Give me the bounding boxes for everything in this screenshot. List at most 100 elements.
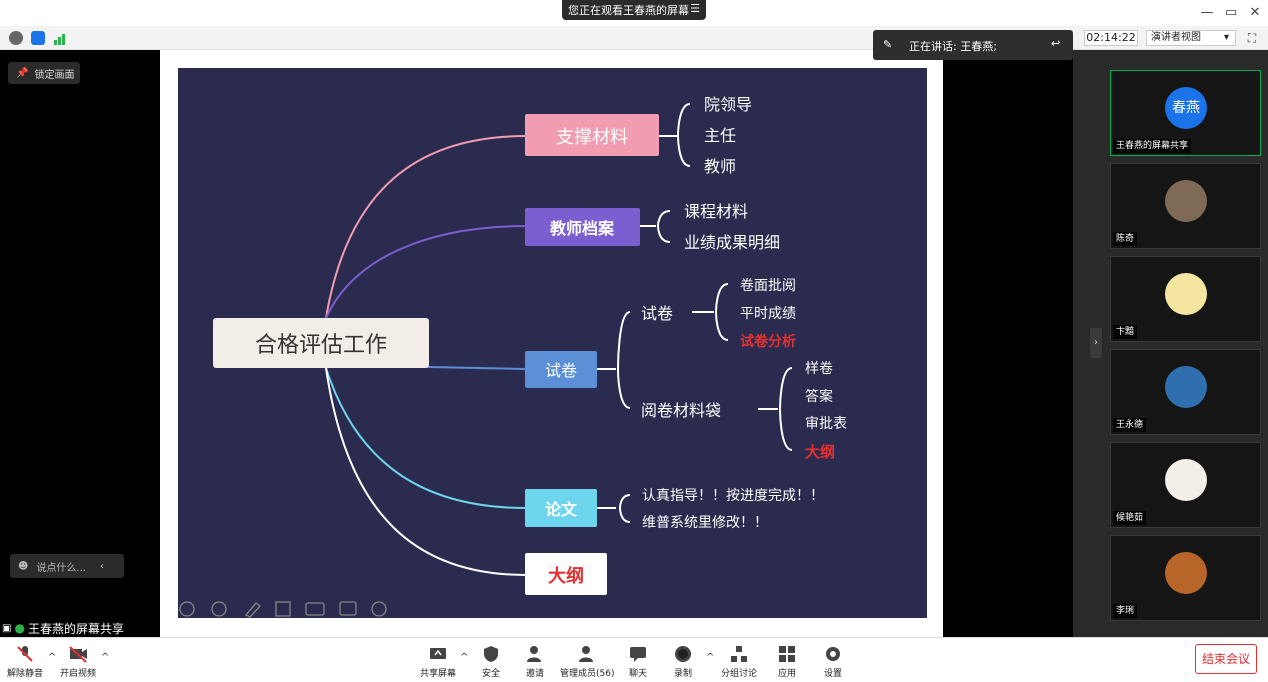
apps-icon <box>779 646 795 662</box>
chevron-up-icon[interactable]: ^ <box>706 652 715 663</box>
branch-label-support: 支撑材料 <box>556 127 628 148</box>
restore-button[interactable]: ▭ <box>1224 5 1238 20</box>
chevron-down-icon: ▾ <box>1223 32 1229 43</box>
mindmap-slide: 合格评估工作 支撑材料 教师档案 试卷 论文 大纲 院领导 主任 教师 课程材料… <box>178 68 927 618</box>
mic-muted-icon <box>17 646 33 662</box>
participant-tile[interactable]: 王永德 <box>1110 349 1261 435</box>
leaf-teacher: 教师 <box>704 157 736 176</box>
branch-label-outline: 大纲 <box>548 565 584 587</box>
more-icon[interactable] <box>371 601 387 617</box>
viewing-indicator[interactable]: 您正在观看王春燕的屏幕 ☰ <box>562 0 706 20</box>
mic-icon: ● <box>14 621 25 635</box>
view-mode-label: 演讲者视图 <box>1151 32 1201 43</box>
leaf-sample-paper: 样卷 <box>805 361 833 377</box>
info-icon[interactable] <box>9 31 23 45</box>
branch-node-teacher <box>525 208 640 246</box>
chat-input[interactable]: ☻ 说点什么... ‹ <box>10 554 124 578</box>
participant-tile[interactable]: 陈奇 <box>1110 163 1261 249</box>
breakout-icon <box>731 646 747 662</box>
leaf-usual-score: 平时成绩 <box>740 306 796 322</box>
settings-button[interactable]: 设置 <box>820 644 846 680</box>
leaf-performance: 业绩成果明细 <box>684 233 780 252</box>
record-button[interactable]: 录制 <box>670 644 696 680</box>
participant-name: 王永德 <box>1113 418 1147 432</box>
pin-icon: 📌 <box>16 67 29 79</box>
mindmap: 合格评估工作 支撑材料 教师档案 试卷 论文 大纲 院领导 主任 教师 课程材料… <box>179 95 847 618</box>
bracket-envelope <box>758 367 793 451</box>
collapse-panel-button[interactable]: › <box>1090 328 1102 358</box>
share-screen-button[interactable]: 共享屏幕 <box>420 644 456 680</box>
branch-label-exam: 试卷 <box>545 361 577 380</box>
minimize-button[interactable]: — <box>1200 5 1214 20</box>
subtitle-icon[interactable] <box>339 601 357 616</box>
leaf-vip-revise: 维普系统里修改！！ <box>642 515 768 531</box>
security-button[interactable]: 安全 <box>478 644 504 680</box>
connector-thesis <box>325 367 527 509</box>
next-slide-icon[interactable] <box>211 601 227 617</box>
share-owner-text: 王春燕的屏幕共享 <box>27 621 124 636</box>
close-button[interactable]: ✕ <box>1249 5 1261 20</box>
record-icon <box>675 646 691 662</box>
branch-node-support <box>525 114 659 156</box>
chevron-up-icon[interactable]: ^ <box>460 652 469 663</box>
lock-screen-label: 锁定画面 <box>34 69 75 81</box>
title-bar: 您正在观看王春燕的屏幕 ☰ — ▭ ✕ <box>0 0 1268 26</box>
leaf-paper-grading: 卷面批阅 <box>740 278 796 294</box>
chevron-up-icon[interactable]: ^ <box>101 652 110 663</box>
avatar <box>1165 180 1207 222</box>
participant-tile[interactable]: 卞黯 <box>1110 256 1261 342</box>
view-mode-select[interactable]: 演讲者视图 ▾ <box>1146 30 1236 46</box>
apps-button[interactable]: 应用 <box>774 644 800 680</box>
chat-icon <box>630 647 646 662</box>
leaf-course-materials: 课程材料 <box>684 202 748 221</box>
prev-slide-icon[interactable] <box>179 601 195 617</box>
invite-button[interactable]: 邀请 <box>522 644 548 680</box>
lock-screen-button[interactable]: 📌 锁定画面 <box>8 62 80 84</box>
chevron-up-icon[interactable]: ^ <box>48 652 57 663</box>
avatar <box>1165 366 1207 408</box>
breakout-button[interactable]: 分组讨论 <box>720 644 758 680</box>
bracket-support <box>658 103 691 167</box>
emoji-icon[interactable]: ☻ <box>18 560 29 572</box>
leaf-leader: 院领导 <box>704 95 752 114</box>
members-icon <box>579 646 593 662</box>
participant-tile[interactable]: 春燕 王春燕的屏幕共享 <box>1110 70 1261 156</box>
leaf-director: 主任 <box>704 126 736 145</box>
bracket-teacher <box>639 210 671 243</box>
menu-icon[interactable]: ☰ <box>690 2 700 15</box>
camera-icon[interactable] <box>305 602 325 616</box>
participant-name: 候艳茹 <box>1113 511 1147 525</box>
shield-icon[interactable] <box>31 31 45 45</box>
chat-placeholder: 说点什么... <box>36 562 86 574</box>
bracket-exam <box>596 311 631 409</box>
fullscreen-button[interactable]: ⛶ <box>1247 31 1257 45</box>
chat-button[interactable]: 聊天 <box>625 644 651 680</box>
start-video-button[interactable]: 开启视频 <box>58 644 98 680</box>
end-meeting-button[interactable]: 结束会议 <box>1195 644 1257 674</box>
connector-support <box>325 135 527 319</box>
avatar <box>1165 273 1207 315</box>
bracket-thesis <box>596 494 631 523</box>
return-icon[interactable]: ↩ <box>1051 37 1061 50</box>
pen-icon[interactable] <box>244 602 261 618</box>
viewing-text: 您正在观看王春燕的屏幕 <box>568 4 689 17</box>
select-icon[interactable] <box>275 601 291 617</box>
connector-teacher <box>325 225 527 319</box>
center-node <box>213 318 429 368</box>
center-node-label: 合格评估工作 <box>255 333 387 358</box>
signal-icon[interactable] <box>53 31 67 45</box>
branch-label-teacher: 教师档案 <box>550 219 615 238</box>
mic-muted-icon: ✎ <box>883 38 893 51</box>
speaking-indicator: ✎ 正在讲话: 王春燕; ↩ <box>873 30 1073 60</box>
leaf-exam-analysis: 试卷分析 <box>740 333 796 350</box>
participant-tile[interactable]: 候艳茹 <box>1110 442 1261 528</box>
invite-icon <box>527 646 541 662</box>
unmute-button[interactable]: 解除静音 <box>6 644 44 680</box>
participant-tile[interactable]: 李琍 <box>1110 535 1261 621</box>
sub-grading-envelope: 阅卷材料袋 <box>641 401 721 420</box>
branch-node-outline <box>525 553 607 595</box>
manage-members-button[interactable]: 管理成员(56) <box>560 644 614 680</box>
chevron-left-icon[interactable]: ‹ <box>99 560 104 572</box>
leaf-approval-form: 审批表 <box>805 416 847 432</box>
connector-outline <box>325 367 527 576</box>
